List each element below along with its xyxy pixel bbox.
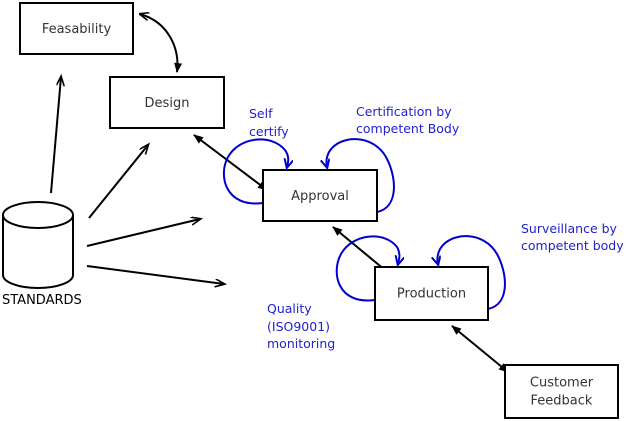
- annotation-self-certify-line2: certify: [249, 124, 289, 139]
- annotation-surveillance-line1: Surveillance by: [521, 221, 618, 236]
- annotation-self-certify: Self certify: [249, 106, 289, 139]
- annotation-surveillance-line2: competent body: [521, 238, 624, 253]
- node-design-rect: [109, 76, 225, 129]
- loop-self-certify[interactable]: [222, 138, 288, 205]
- node-feasability[interactable]: Feasability: [19, 2, 134, 55]
- connector-production-customer-feedback[interactable]: [451, 325, 509, 373]
- annotation-quality-line1: Quality: [267, 301, 312, 316]
- node-approval-rect: [262, 169, 378, 222]
- node-feasability-label: Feasability: [42, 22, 112, 37]
- connector-feasability-design[interactable]: [140, 14, 177, 72]
- connector-standards-production[interactable]: [86, 265, 224, 284]
- node-customer-feedback-label-line1: Customer: [530, 376, 594, 391]
- cylinder-top: [2, 201, 74, 229]
- annotation-self-certify-line1: Self: [249, 106, 273, 121]
- node-production[interactable]: Production: [374, 266, 489, 321]
- cylinder-body: [2, 215, 74, 289]
- node-feasability-rect: [19, 2, 134, 55]
- node-approval[interactable]: Approval: [262, 169, 378, 222]
- datastore-standards[interactable]: STANDARDS: [2, 201, 82, 308]
- node-customer-feedback-label-line2: Feedback: [531, 394, 593, 409]
- annotation-quality-monitoring: Quality (ISO9001) monitoring: [267, 301, 335, 351]
- connector-standards-design[interactable]: [88, 145, 148, 219]
- node-production-rect: [374, 266, 489, 321]
- loop-surveillance-competent-body[interactable]: [437, 235, 506, 310]
- annotation-quality-line3: monitoring: [267, 336, 335, 351]
- connector-design-approval[interactable]: [193, 134, 268, 191]
- connector-standards-approval[interactable]: [86, 219, 200, 247]
- node-design[interactable]: Design: [109, 76, 225, 129]
- annotation-surveillance-competent-body: Surveillance by competent body: [521, 221, 624, 253]
- node-customer-feedback[interactable]: Customer Feedback: [504, 364, 619, 419]
- node-customer-feedback-rect: [504, 364, 619, 419]
- annotation-quality-line2: (ISO9001): [267, 319, 330, 334]
- annotation-certification-competent-body: Certification by competent Body: [356, 104, 460, 136]
- datastore-standards-label: STANDARDS: [2, 293, 82, 308]
- node-approval-label: Approval: [291, 189, 349, 204]
- node-design-label: Design: [145, 96, 190, 111]
- node-production-label: Production: [397, 287, 466, 302]
- connector-standards-feasability[interactable]: [50, 77, 61, 194]
- annotation-certification-line2: competent Body: [356, 121, 460, 136]
- annotation-certification-line1: Certification by: [356, 104, 452, 119]
- loop-certification-competent-body[interactable]: [326, 138, 395, 213]
- loop-quality-monitoring[interactable]: [335, 235, 400, 302]
